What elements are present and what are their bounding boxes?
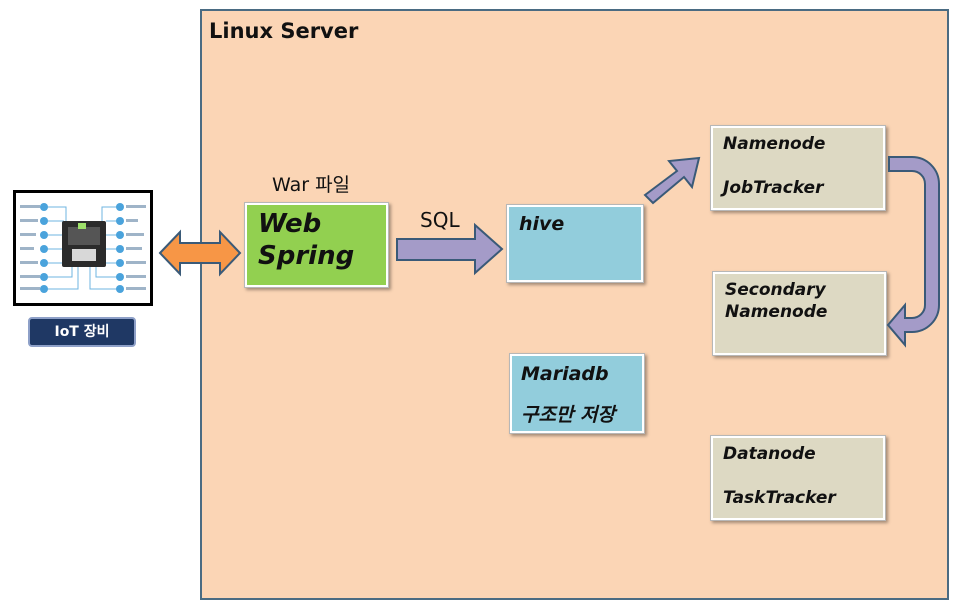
jobtracker-label: JobTracker xyxy=(723,178,824,198)
mariadb-note: 구조만 저장 xyxy=(521,404,616,426)
datanode-box: Datanode TaskTracker xyxy=(710,435,886,521)
circuit-board-icon xyxy=(16,193,150,303)
war-file-label: War 파일 xyxy=(272,174,351,196)
secondary-label: Secondary xyxy=(725,280,826,300)
arrow-web-to-hive xyxy=(396,222,504,276)
datanode-label: Datanode xyxy=(723,444,816,464)
mariadb-box: Mariadb 구조만 저장 xyxy=(509,353,645,434)
spring-label: Spring xyxy=(258,241,355,271)
web-label: Web xyxy=(258,209,322,239)
namenode-label: Namenode xyxy=(723,134,826,154)
web-spring-box: Web Spring xyxy=(244,202,389,288)
server-title: Linux Server xyxy=(209,19,359,43)
hive-box: hive xyxy=(506,204,644,283)
iot-device-label: IoT 장비 xyxy=(28,317,136,347)
secondary-namenode-label: Namenode xyxy=(725,302,828,322)
arrow-hive-to-namenode xyxy=(643,156,701,205)
secondary-namenode-box: Secondary Namenode xyxy=(712,271,887,356)
tasktracker-label: TaskTracker xyxy=(723,488,836,508)
namenode-box: Namenode JobTracker xyxy=(710,125,886,211)
sql-label: SQL xyxy=(420,208,460,232)
hive-label: hive xyxy=(519,213,565,235)
arrow-namenode-to-secondary xyxy=(886,156,940,348)
mariadb-label: Mariadb xyxy=(521,363,609,385)
double-arrow-iot-web xyxy=(158,229,242,277)
iot-device-image xyxy=(13,190,153,306)
